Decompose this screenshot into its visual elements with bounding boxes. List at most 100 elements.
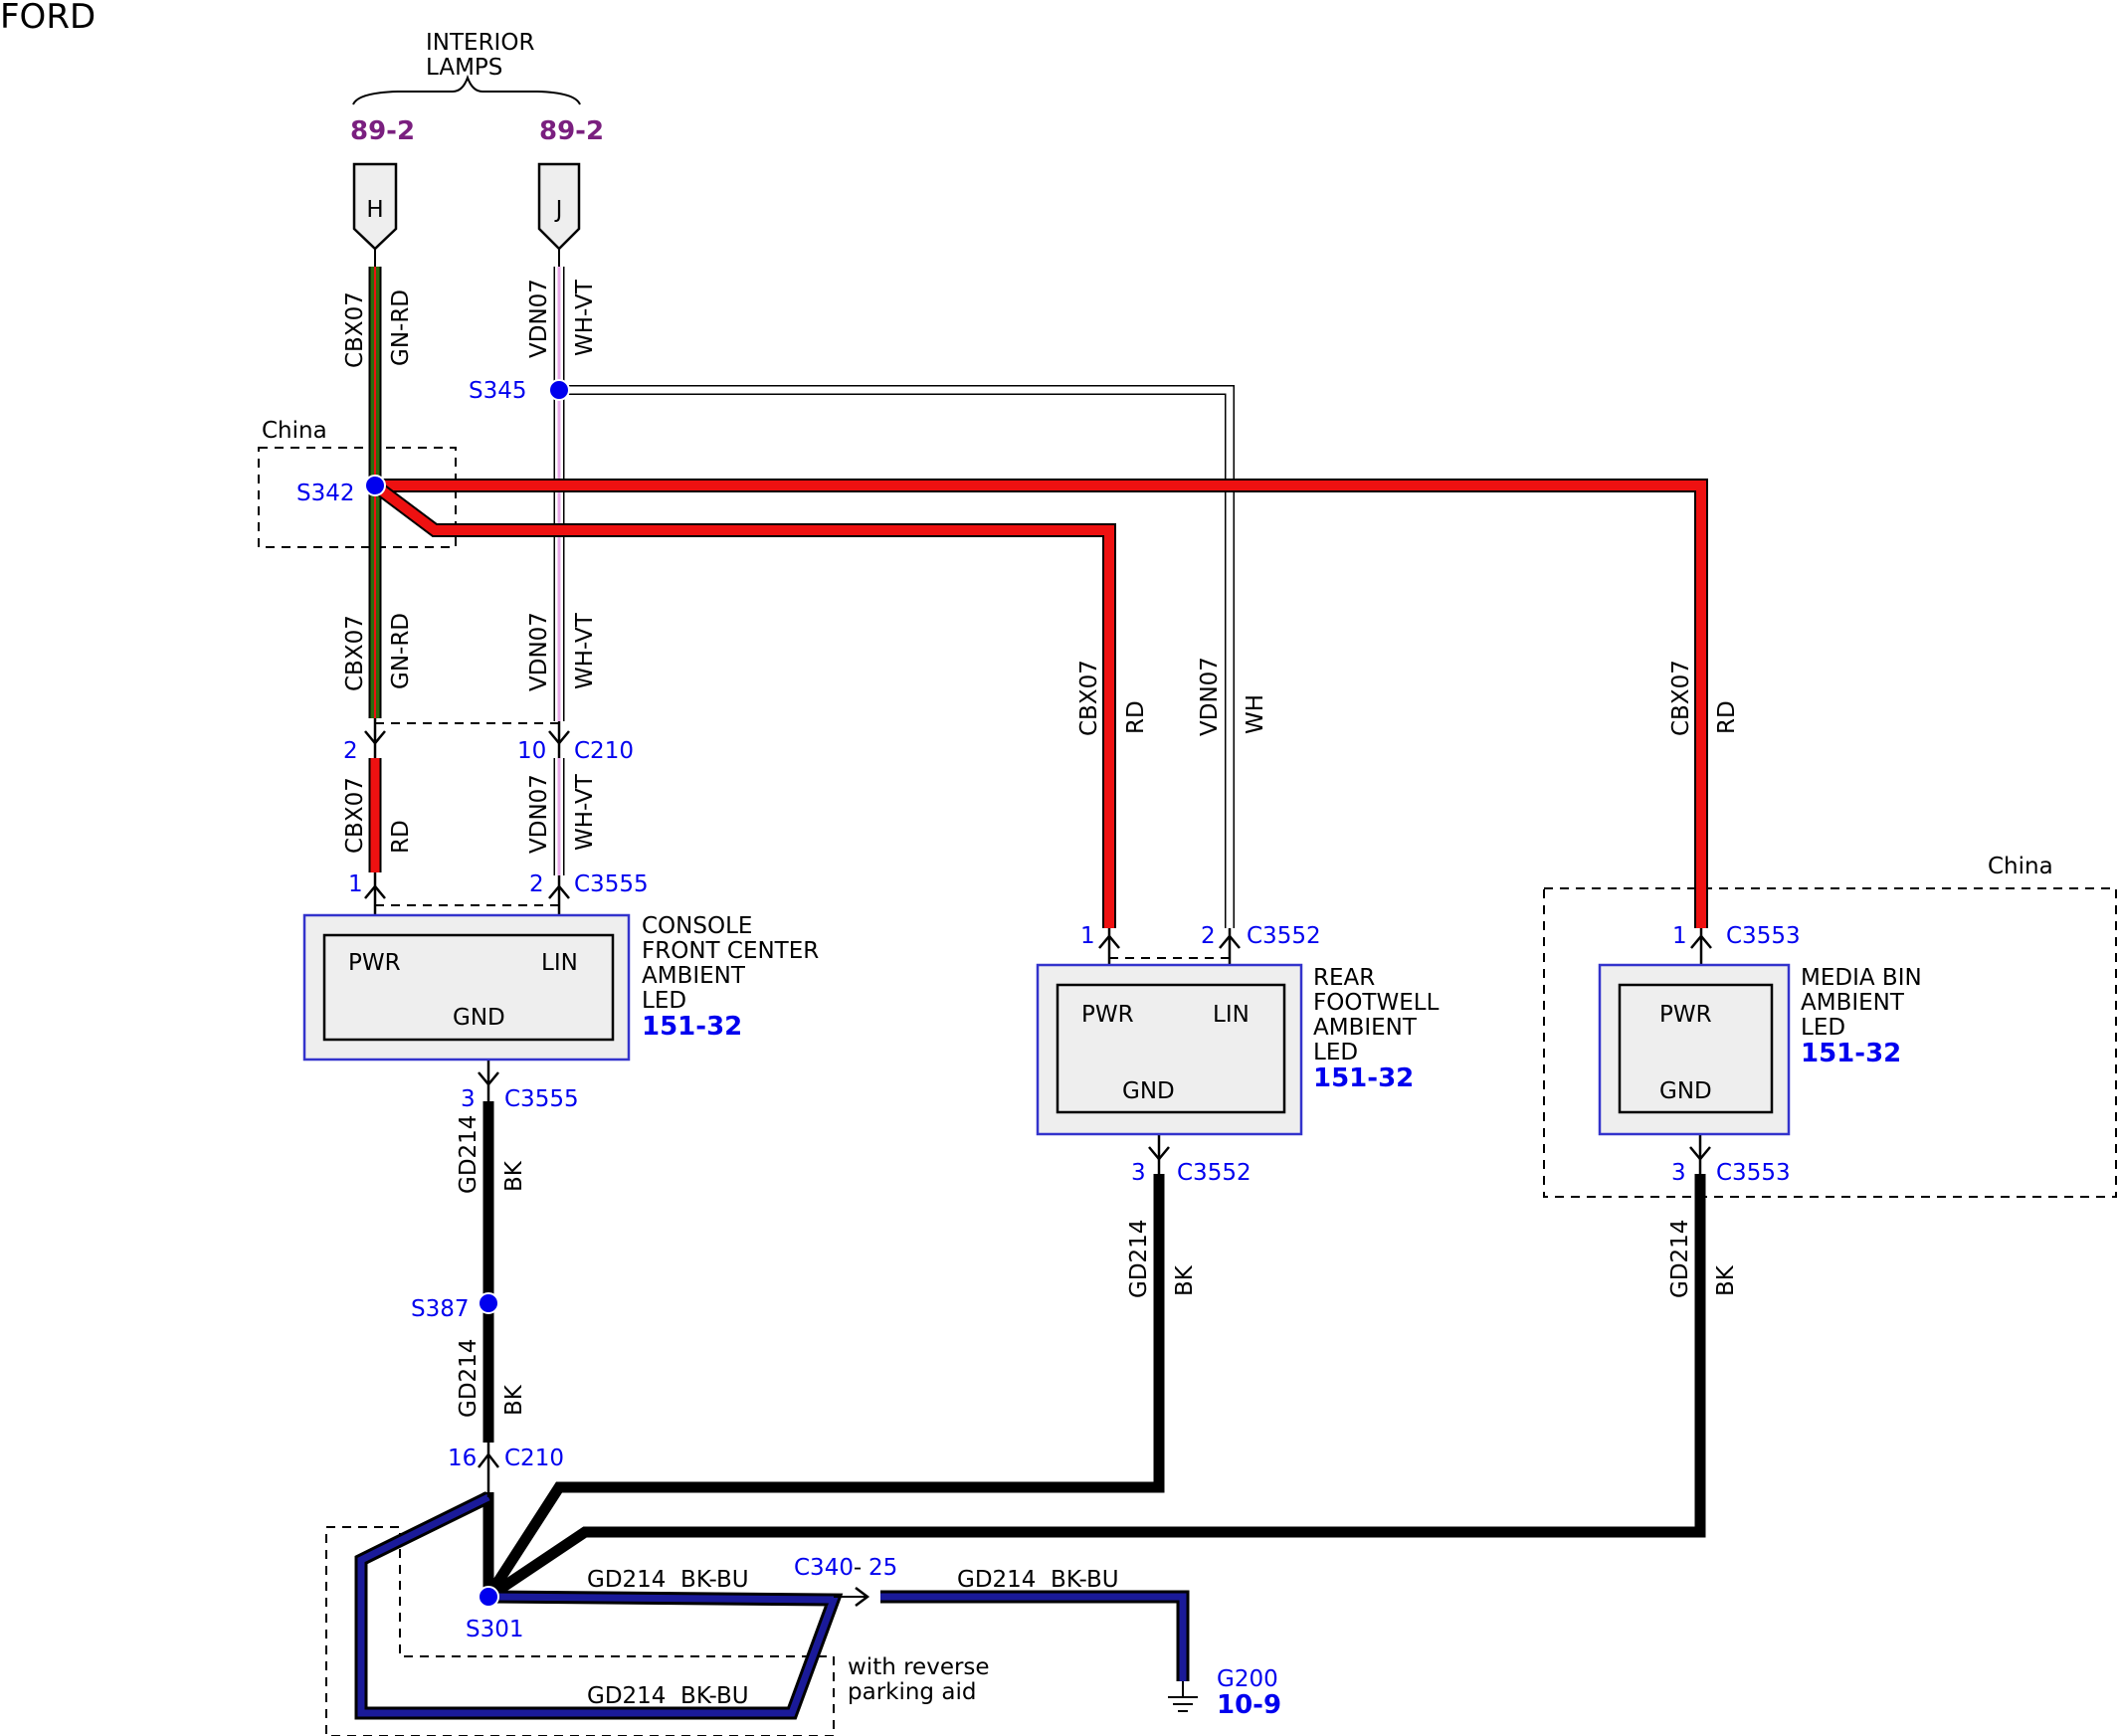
rear-name-3: AMBIENT [1313,1015,1418,1041]
c3553-pin-1: 1 [1672,923,1687,949]
ground-ref-link[interactable]: 10-9 [1217,1690,1281,1720]
pin-arrows [364,718,1712,1497]
c3553-pin-3: 3 [1671,1160,1686,1186]
splice-s342[interactable] [364,475,386,496]
wire-gd214-media[interactable] [484,1174,1706,1602]
wire-cbx07-rd-media[interactable] [375,481,1706,928]
media-ref-link[interactable]: 151-32 [1801,1039,1901,1068]
console-pwr-label: PWR [348,950,401,976]
splice-s301[interactable] [478,1586,499,1608]
console-lin-label: LIN [541,950,578,976]
vlabel-wh-vt-3: WH-VT [572,773,598,851]
vlabel-wh-vt-1: WH-VT [572,279,598,356]
splice-s387[interactable] [478,1292,499,1314]
wire-vdn07-wh-outline [559,385,1235,928]
rear-name-2: FOOTWELL [1313,990,1440,1016]
pin-j-label: J [554,197,563,223]
vlabel-bk-rear: BK [1172,1264,1198,1296]
c3553-label-top: C3553 [1726,923,1801,949]
wire-gd214-rear[interactable] [483,1174,1165,1600]
splice-s342-label: S342 [296,481,355,506]
vertical-wire-labels: CBX07 GN-RD VDN07 WH-VT CBX07 GN-RD VDN0… [342,279,1740,1418]
rear-name-4: LED [1313,1040,1358,1065]
rear-pwr-label: PWR [1081,1002,1134,1028]
vlabel-gd214-1: GD214 [456,1115,482,1194]
vlabel-bk-2: BK [501,1384,527,1416]
wire-gd214-bk-bu-ground[interactable] [880,1593,1187,1681]
china-label-right: China [1988,854,2053,879]
splice-s345[interactable] [548,379,570,401]
c3552-pin-1: 1 [1080,923,1095,949]
media-name-1: MEDIA BIN [1801,965,1922,991]
interior-lamps-label-2: LAMPS [426,55,502,81]
splice-s301-label: S301 [466,1617,524,1642]
c3555-pin-1: 1 [348,871,363,897]
rear-name-1: REAR [1313,965,1375,991]
console-name-3: AMBIENT [642,963,746,989]
interior-lamps-label-1: INTERIOR [426,30,534,56]
sheet-ref-left[interactable]: 89-2 [350,116,415,146]
vlabel-gn-rd-2: GN-RD [388,613,414,689]
vlabel-cbx07-1: CBX07 [342,291,368,368]
wire-cbx07-rd-rear[interactable] [372,482,1114,928]
connector-pin-h [352,162,398,251]
console-name-2: FRONT CENTER [642,938,819,964]
vlabel-wh-vt-2: WH-VT [572,612,598,689]
wire-vdn07-wh[interactable] [559,386,1234,928]
vlabel-cbx07-rear: CBX07 [1076,660,1102,736]
vlabel-cbx07-3: CBX07 [342,777,368,854]
wire-cbx07-rd-rear-outline [370,480,1116,928]
vlabel-vdn07-2: VDN07 [526,612,552,691]
wire-label-gd214-bk-bu-loop: GD214 BK-BU [587,1683,749,1709]
console-name-4: LED [642,988,686,1014]
vlabel-vdn07-wh: VDN07 [1197,657,1223,736]
vlabel-rd-3: RD [388,820,414,854]
rear-ref-link[interactable]: 151-32 [1313,1063,1414,1093]
vlabel-bk-1: BK [501,1160,527,1192]
vlabel-cbx07-media: CBX07 [1668,660,1694,736]
splice-s387-label: S387 [411,1296,470,1322]
c210-label-top: C210 [574,738,634,764]
c340-dash: - [854,1555,862,1581]
media-module[interactable] [1618,983,1774,1114]
c340-arrow [855,1587,870,1607]
console-module[interactable] [322,933,615,1042]
vlabel-rd-media: RD [1714,700,1740,734]
c3553-label-bottom: C3553 [1716,1160,1791,1186]
c3555-label-top: C3555 [574,871,649,897]
sheet-ref-right[interactable]: 89-2 [539,116,604,146]
c210-pin-2: 2 [343,738,358,764]
vlabel-bk-media: BK [1713,1264,1739,1296]
rear-module[interactable] [1056,983,1286,1114]
vlabel-wh: WH [1243,694,1268,734]
c3552-pin-3: 3 [1131,1160,1146,1186]
console-ref-link[interactable]: 151-32 [642,1012,742,1042]
connector-pin-j [537,162,581,251]
wire-label-gd214-bk-bu-ground: GD214 BK-BU [957,1567,1119,1593]
china-region-top [258,447,457,548]
ground-name: G200 [1217,1666,1278,1692]
vlabel-vdn07-3: VDN07 [526,774,552,854]
pin-h-label: H [366,197,383,223]
c3552-pin-2: 2 [1201,923,1216,949]
brand-label: FORD [0,0,96,37]
console-name-1: CONSOLE [642,913,752,939]
reverse-parking-region [325,1526,835,1736]
wire-gd214-bk-bu-loop[interactable] [357,1493,840,1717]
vlabel-vdn07-1: VDN07 [526,279,552,358]
c3555-label-bottom: C3555 [504,1086,579,1112]
rear-lin-label: LIN [1213,1002,1250,1028]
vlabel-gd214-media: GD214 [1667,1220,1693,1298]
c210-pin-10: 10 [517,738,546,764]
china-region-right [1543,887,2117,1198]
vlabel-rd-rear: RD [1123,700,1149,734]
c340-pin-label: 25 [868,1555,897,1581]
rear-gnd-label: GND [1122,1078,1175,1104]
vlabel-gd214-rear: GD214 [1126,1220,1152,1298]
china-label-top: China [262,418,327,444]
media-gnd-label: GND [1659,1078,1712,1104]
c210-label-bottom: C210 [504,1446,564,1471]
interior-lamps-brace [352,75,581,105]
c3552-label-top: C3552 [1247,923,1321,949]
